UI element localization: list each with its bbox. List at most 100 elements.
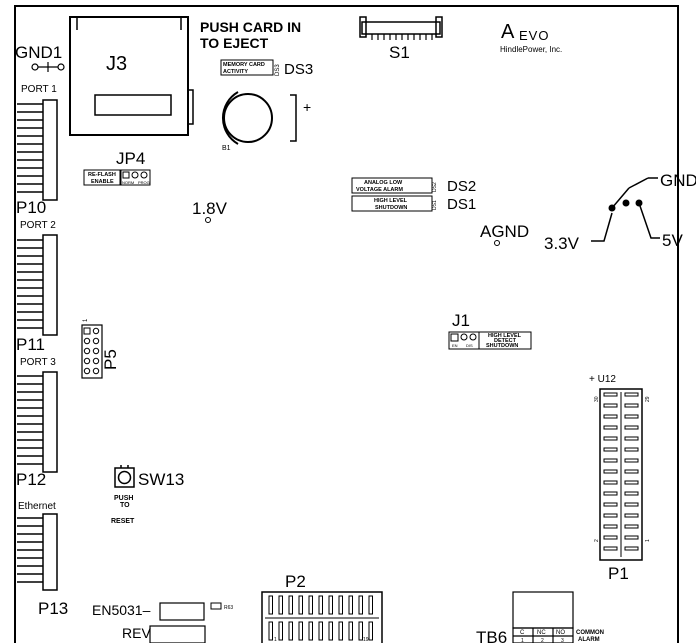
tb6-n2-label: 2 [541, 638, 544, 643]
port2-connector [17, 234, 58, 336]
port3-label: PORT 3 [20, 357, 56, 368]
reflash-line1: RE-FLASH [88, 172, 116, 178]
reflash-box [83, 169, 121, 186]
battery-b1 [221, 91, 297, 145]
v18-label: 1.8V [192, 199, 228, 218]
j1-jumper [448, 331, 532, 350]
voltage-selector [591, 177, 660, 242]
p5-label: P5 [101, 349, 120, 370]
p2-label: P2 [285, 572, 306, 591]
board-outline [14, 5, 679, 643]
port1-connector [17, 99, 58, 201]
u12-pin29: 29 [645, 396, 651, 402]
p5-header [81, 324, 103, 379]
agnd-label: AGND [480, 222, 529, 241]
agnd-testpoint [494, 240, 500, 246]
tb6-no-label: NO [556, 630, 565, 636]
p2-pin1-label: 1 [274, 637, 277, 643]
p10-label: P10 [16, 198, 46, 217]
j1-label: J1 [452, 311, 470, 330]
push-reset-line2: TO [120, 502, 130, 509]
high-level-line2: SHUTDOWN [375, 205, 407, 211]
b1-label: B1 [222, 145, 231, 152]
ds1-label: DS1 [447, 196, 476, 213]
p5-pin1-label: 1 [83, 318, 89, 322]
u12-pin1: 1 [645, 539, 651, 542]
v33-label: 3.3V [544, 234, 580, 253]
sw13-label: SW13 [138, 470, 184, 489]
ds3-label: DS3 [284, 61, 313, 78]
en5031-box [159, 602, 205, 621]
memory-card-line1: MEMORY CARD [223, 62, 265, 68]
gnd1-label: GND1 [15, 43, 62, 62]
j3-label: J3 [106, 53, 127, 75]
jp4-label: JP4 [116, 149, 145, 168]
reflash-line2: ENABLE [91, 179, 114, 185]
tb6-terminal [512, 591, 574, 643]
j3-card-holder [69, 16, 194, 136]
s1-label: S1 [389, 43, 410, 62]
j1-dis-label: DIS [466, 343, 473, 348]
tb6-c-label: C [520, 630, 525, 636]
v18-testpoint [205, 217, 211, 223]
jp4-pin1-label: NORM [122, 180, 134, 185]
p1-label: P1 [608, 564, 629, 583]
company-name: HindlePower, Inc. [500, 45, 562, 54]
rev-label: REV [122, 625, 151, 641]
tb6-n1-label: 1 [521, 638, 524, 643]
port3-connector [17, 371, 58, 473]
analog-low-line2: VOLTAGE ALARM [356, 187, 403, 193]
en5031-label: EN5031– [92, 602, 151, 618]
ds2-label: DS2 [447, 178, 476, 195]
ds1-small-label: DS1 [432, 200, 438, 210]
jp4-pin2-label: PROG [138, 180, 150, 185]
analog-low-line1: ANALOG LOW [364, 180, 403, 186]
brand-name: EVO [519, 28, 549, 43]
ds2-box [351, 177, 433, 194]
common-line2: ALARM [578, 637, 600, 643]
tb6-label: TB6 [476, 628, 507, 643]
battery-plus: + [303, 99, 311, 115]
high-level-line1: HIGH LEVEL [374, 198, 408, 204]
j1-en-label: EN [452, 343, 458, 348]
gnd1-pad [31, 62, 65, 72]
u12-label: + U12 [589, 374, 616, 385]
rev-box [149, 625, 206, 643]
ds1-box [351, 195, 433, 212]
s1-connector [359, 16, 443, 40]
ethernet-label: Ethernet [18, 501, 56, 512]
j1-desc-line2: DETECT [494, 338, 517, 344]
p2-connector [261, 591, 383, 643]
p11-label: P11 [16, 335, 45, 354]
push-card-line1: PUSH CARD IN [200, 19, 301, 35]
sw13-button [114, 465, 135, 488]
v5-label: 5V [662, 231, 683, 250]
tb6-n3-label: 3 [561, 638, 564, 643]
u12-connector [599, 388, 643, 561]
memory-card-line2: ACTIVITY [223, 69, 248, 75]
r63-label: R63 [224, 605, 233, 611]
ethernet-connector [17, 513, 58, 591]
port1-label: PORT 1 [21, 84, 57, 95]
brand-logo: A [501, 21, 515, 43]
ds2-small-label: DS2 [432, 182, 438, 192]
gnd-label: GND [660, 171, 696, 190]
p12-label: P12 [16, 470, 46, 489]
tb6-nc-label: NC [537, 630, 546, 636]
p2-pin19-label: 19 [363, 637, 369, 643]
r63-resistor [210, 602, 222, 610]
push-reset-line1: PUSH [114, 495, 133, 502]
p13-label: P13 [38, 599, 68, 618]
push-reset-line3: RESET [111, 518, 135, 525]
j1-desc-line3: SHUTDOWN [486, 343, 518, 349]
push-card-line2: TO EJECT [200, 35, 269, 51]
ds3-box [220, 59, 274, 76]
ds3-small-label: DS3 [275, 64, 281, 76]
u12-pin30: 30 [594, 396, 600, 402]
j1-desc-line1: HIGH LEVEL [488, 333, 522, 339]
common-line1: COMMON [576, 630, 604, 636]
port2-label: PORT 2 [20, 220, 56, 231]
u12-pin2: 2 [594, 539, 600, 542]
jp4-jumper [120, 169, 151, 186]
